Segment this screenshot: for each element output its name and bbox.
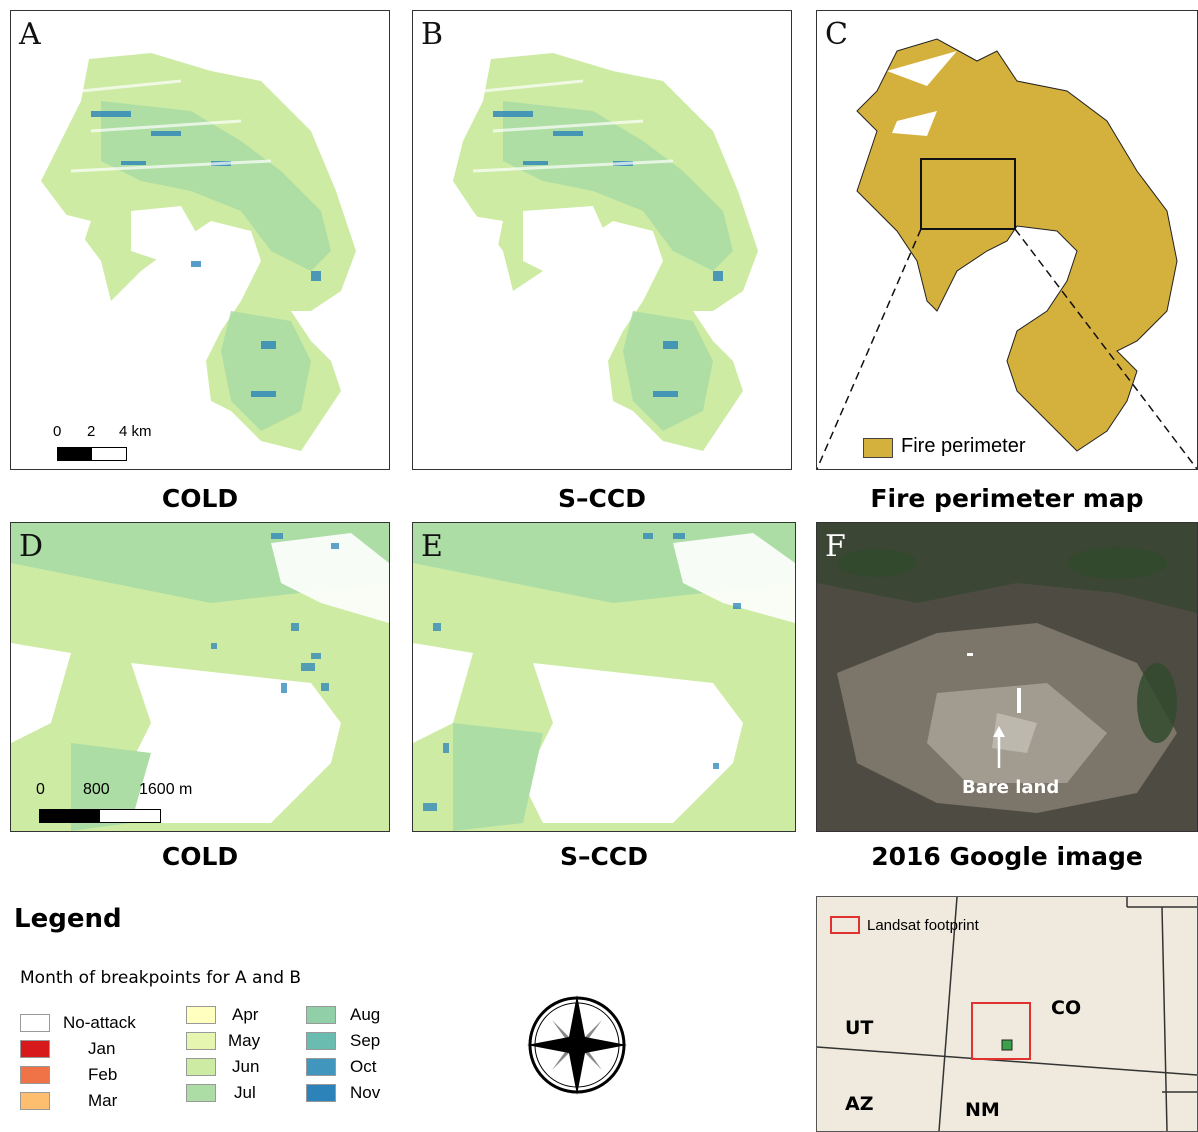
scale-bar-black bbox=[57, 447, 93, 461]
panel-label-e: E bbox=[421, 529, 443, 564]
state-label-co: CO bbox=[1051, 997, 1082, 1019]
scale-tick-2: 2 bbox=[87, 423, 96, 440]
legend-swatch bbox=[306, 1032, 336, 1050]
panel-label-a: A bbox=[19, 17, 41, 52]
scale-bar-m-white bbox=[99, 809, 161, 823]
legend-subtitle: Month of breakpoints for A and B bbox=[20, 968, 302, 988]
state-label-az: AZ bbox=[845, 1093, 874, 1115]
legend-label: Jan bbox=[88, 1039, 116, 1058]
sccd-zoom-map bbox=[413, 523, 795, 831]
scale-bar-m-black bbox=[39, 809, 101, 823]
legend-label: Apr bbox=[232, 1005, 259, 1024]
scale-tick-m-0: 0 bbox=[36, 781, 45, 798]
legend-swatch bbox=[306, 1084, 336, 1102]
legend-label: Sep bbox=[350, 1031, 381, 1050]
caption-d: COLD bbox=[161, 842, 239, 871]
scale-tick-0: 0 bbox=[53, 423, 62, 440]
sccd-breakpoint-map bbox=[443, 53, 758, 451]
legend-swatch bbox=[20, 1092, 50, 1110]
legend-swatch bbox=[306, 1006, 336, 1024]
caption-c: Fire perimeter map bbox=[870, 484, 1144, 513]
scale-tick-m-1600: 1600 m bbox=[139, 781, 193, 798]
legend-swatch bbox=[186, 1084, 216, 1102]
legend-swatch bbox=[20, 1040, 50, 1058]
panel-label-b: B bbox=[421, 17, 444, 52]
cold-breakpoint-map bbox=[41, 53, 356, 451]
panel-label-c: C bbox=[825, 17, 848, 52]
caption-e: S–CCD bbox=[560, 842, 648, 871]
zoom-extent-box bbox=[920, 158, 1016, 230]
panel-a-cold-map: A 0 2 4 km bbox=[10, 10, 390, 470]
panel-b-sccd-map: B bbox=[412, 10, 792, 470]
panel-e-sccd-zoom: E bbox=[412, 522, 796, 832]
north-arrow-compass-icon bbox=[522, 990, 632, 1100]
fire-legend-swatch bbox=[863, 438, 893, 458]
scale-bar-white bbox=[91, 447, 127, 461]
panel-label-d: D bbox=[19, 529, 44, 564]
legend-label: Jun bbox=[232, 1057, 260, 1076]
legend-label: May bbox=[228, 1031, 261, 1050]
landsat-footprint-box bbox=[971, 1002, 1031, 1060]
study-site-marker bbox=[1001, 1039, 1013, 1051]
legend-label: Nov bbox=[350, 1083, 381, 1102]
legend-swatch bbox=[20, 1066, 50, 1084]
legend-label: Oct bbox=[350, 1057, 377, 1076]
caption-b: S–CCD bbox=[558, 484, 646, 513]
bare-land-annotation: Bare land bbox=[962, 777, 1060, 798]
legend-label: Jul bbox=[234, 1083, 256, 1102]
legend-swatch bbox=[186, 1006, 216, 1024]
panel-f-google-image: F Bare land bbox=[816, 522, 1198, 832]
caption-a: COLD bbox=[161, 484, 239, 513]
fire-perimeter-map bbox=[817, 38, 1197, 469]
state-boundaries bbox=[817, 897, 1197, 1131]
panel-c-fire-perimeter: C Fire perimeter bbox=[816, 10, 1198, 470]
legend-swatch bbox=[306, 1058, 336, 1076]
legend-label: Aug bbox=[350, 1005, 381, 1024]
state-label-nm: NM bbox=[965, 1099, 1000, 1121]
locator-legend-label: Landsat footprint bbox=[867, 917, 979, 934]
legend-swatch bbox=[186, 1032, 216, 1050]
legend-swatch bbox=[20, 1014, 50, 1032]
legend-label: No-attack bbox=[63, 1013, 136, 1032]
satellite-image bbox=[817, 523, 1197, 831]
legend-title: Legend bbox=[14, 904, 122, 934]
panel-d-cold-zoom: D 0 800 1600 m bbox=[10, 522, 390, 832]
scale-bar-km: 0 2 4 km bbox=[53, 423, 152, 463]
legend-swatch bbox=[186, 1058, 216, 1076]
legend-label: Feb bbox=[88, 1065, 118, 1084]
fire-legend-label: Fire perimeter bbox=[901, 435, 1026, 457]
panel-label-f: F bbox=[825, 529, 846, 564]
scale-tick-m-800: 800 bbox=[83, 781, 110, 798]
scale-bar-m: 0 800 1600 m bbox=[36, 781, 229, 825]
legend-label: Mar bbox=[88, 1091, 118, 1110]
caption-f: 2016 Google image bbox=[871, 842, 1143, 871]
scale-tick-4: 4 km bbox=[119, 423, 152, 440]
state-label-ut: UT bbox=[845, 1017, 874, 1039]
locator-map: Landsat footprint UT CO AZ NM bbox=[816, 896, 1198, 1132]
